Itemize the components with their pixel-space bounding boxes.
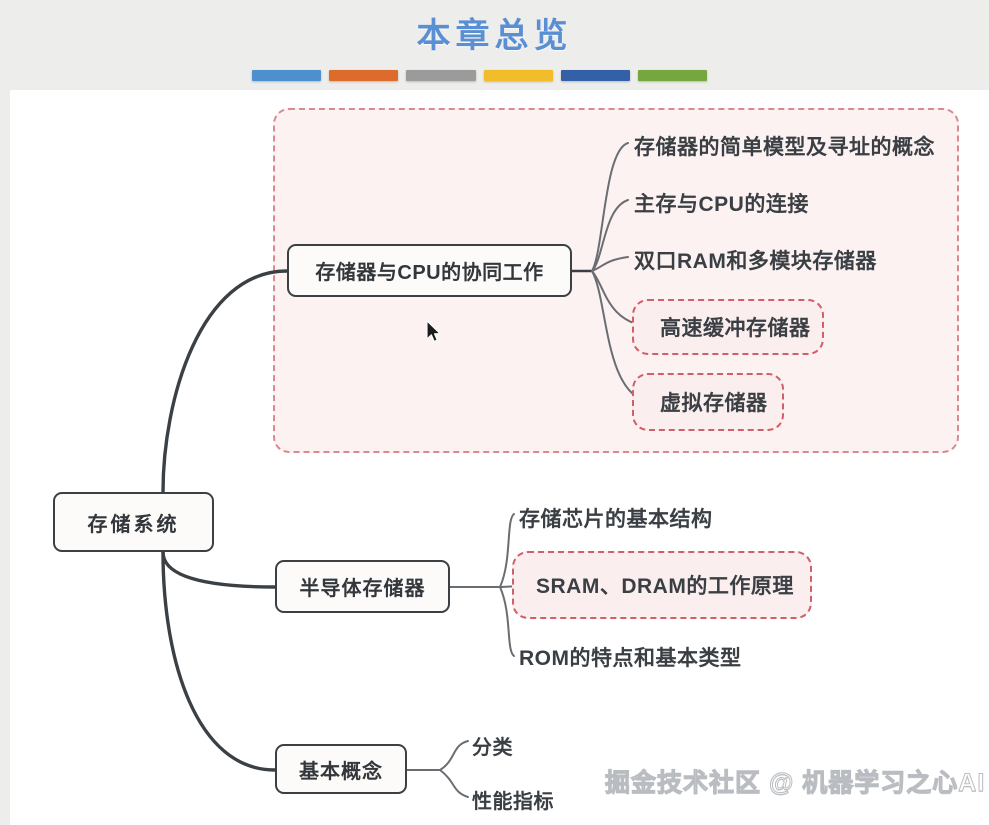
leaf-cache-memory[interactable]: 高速缓冲存储器: [632, 299, 824, 355]
leaf-classification[interactable]: 分类: [472, 737, 513, 759]
mindmap-branch-semiconductor[interactable]: 半导体存储器: [275, 560, 450, 613]
mindmap-branch-basic-concept[interactable]: 基本概念: [275, 744, 407, 794]
slide-header: 本章总览: [0, 0, 989, 90]
color-bar-gold: [483, 70, 553, 81]
page-title: 本章总览: [416, 17, 573, 55]
decorative-color-bar-row: [252, 70, 708, 81]
color-bar-navy: [560, 70, 630, 81]
watermark-text: 掘金技术社区 @ 机器学习之心AI: [604, 769, 986, 798]
leaf-virtual-memory[interactable]: 虚拟存储器: [632, 373, 784, 431]
color-bar-gray: [406, 70, 476, 81]
mindmap-branch-cpu-collaboration[interactable]: 存储器与CPU的协同工作: [287, 244, 572, 297]
mouse-pointer-icon: [426, 320, 441, 342]
color-bar-green: [637, 70, 708, 81]
leaf-memory-chip-structure[interactable]: 存储芯片的基本结构: [519, 508, 713, 531]
mindmap-root-node[interactable]: 存储系统: [53, 492, 214, 552]
leaf-rom-features-types[interactable]: ROM的特点和基本类型: [519, 647, 742, 670]
leaf-dual-port-ram[interactable]: 双口RAM和多模块存储器: [634, 250, 877, 273]
leaf-performance-metrics[interactable]: 性能指标: [472, 791, 554, 813]
leaf-memory-simple-model[interactable]: 存储器的简单模型及寻址的概念: [634, 136, 935, 159]
color-bar-orange: [329, 70, 399, 81]
color-bar-blue: [252, 70, 322, 81]
leaf-sram-dram-principles[interactable]: SRAM、DRAM的工作原理: [512, 551, 812, 619]
leaf-main-memory-cpu-connection[interactable]: 主存与CPU的连接: [634, 193, 809, 216]
